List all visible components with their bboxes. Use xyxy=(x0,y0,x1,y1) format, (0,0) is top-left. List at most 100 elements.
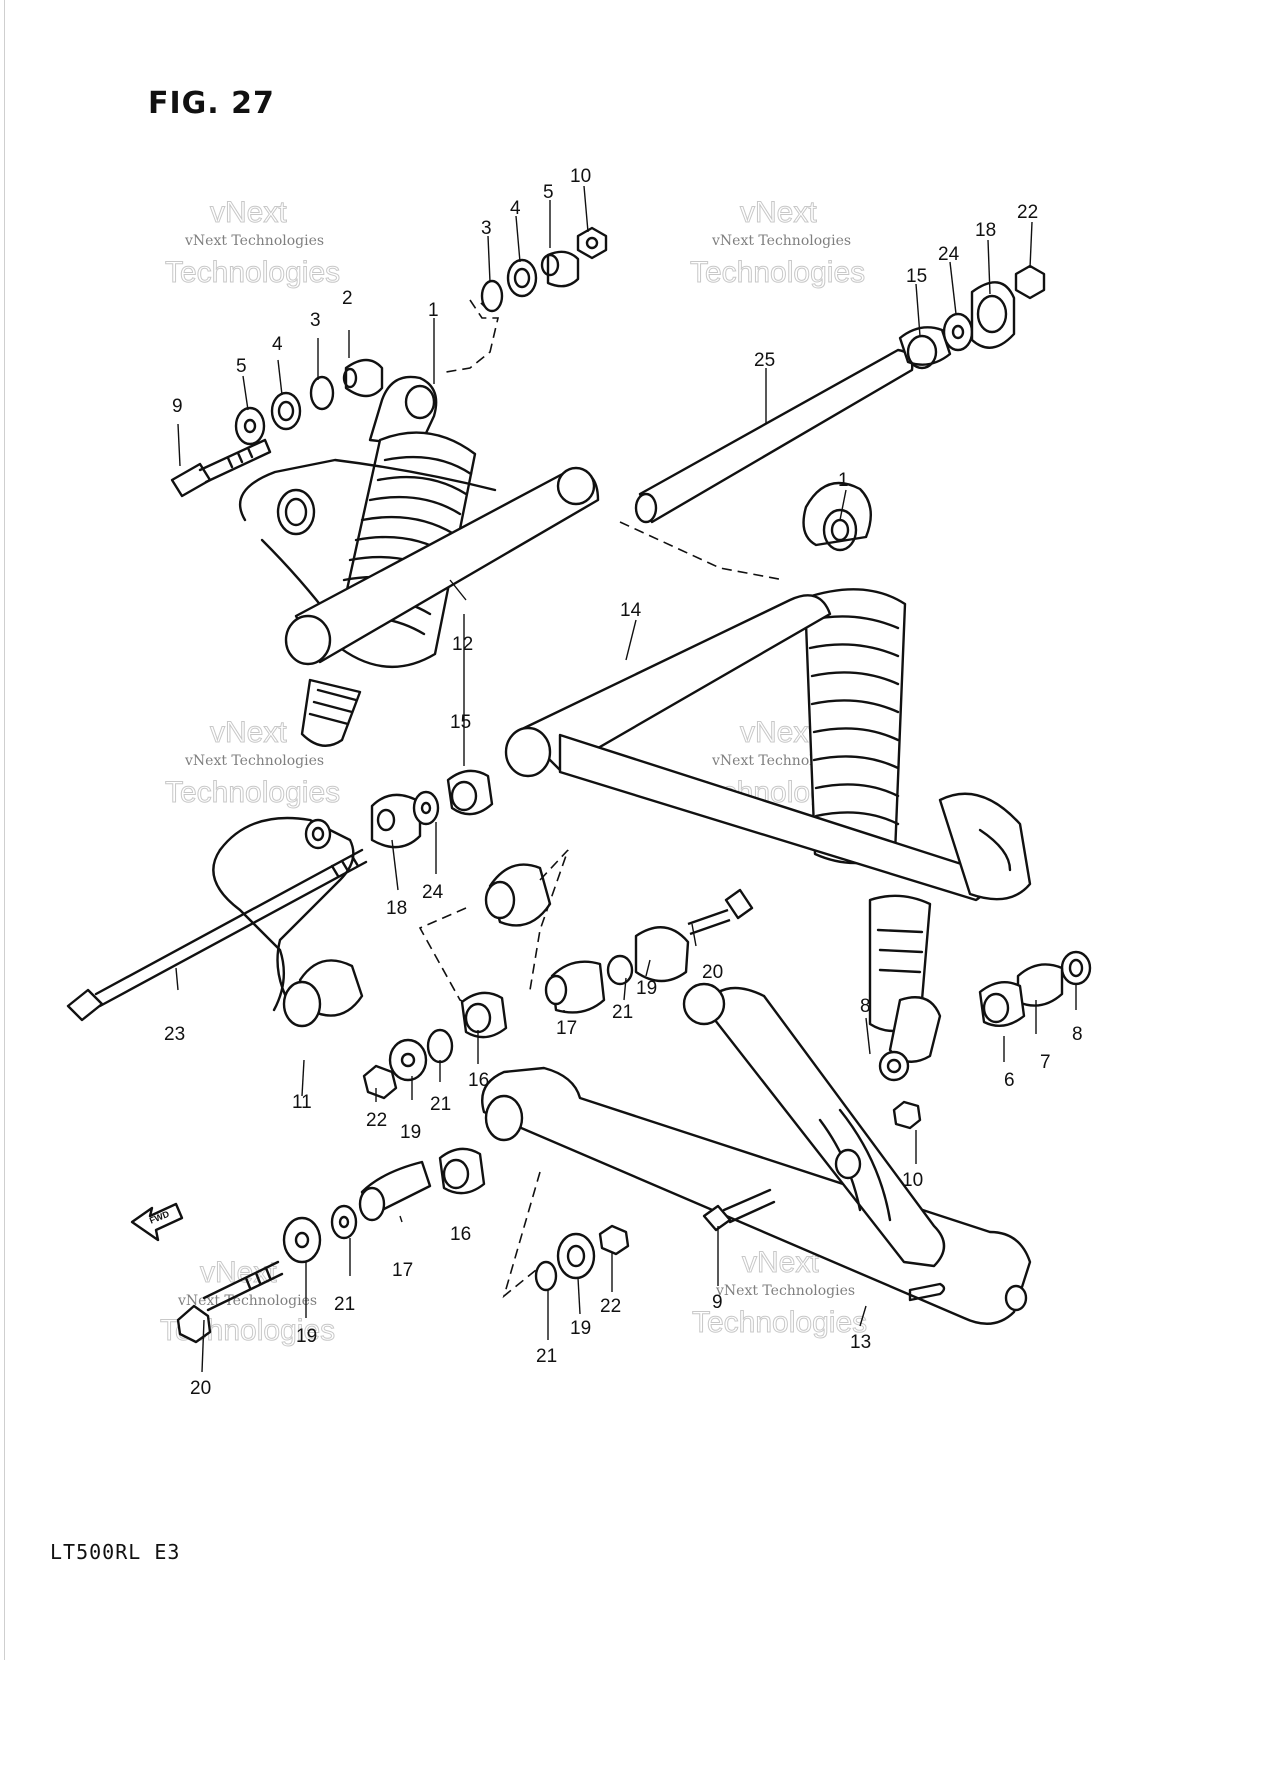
svg-text:vNext: vNext xyxy=(740,196,817,229)
spacer-24 xyxy=(942,312,974,352)
upper-a-arm-14 xyxy=(504,594,1032,902)
callout-4b: 4 xyxy=(510,198,521,219)
callout-6: 6 xyxy=(1004,1070,1015,1091)
callout-3b: 3 xyxy=(481,218,492,239)
callout-17: 17 xyxy=(556,1018,577,1039)
long-bolt-23 xyxy=(66,848,368,1022)
callout-19b: 19 xyxy=(400,1122,421,1143)
callout-8: 8 xyxy=(860,996,871,1017)
callout-15b: 15 xyxy=(450,712,471,733)
callout-20: 20 xyxy=(702,962,723,983)
callout-21b: 21 xyxy=(430,1094,451,1115)
lower-left-bracket-11 xyxy=(212,816,364,1028)
callout-12: 12 xyxy=(452,634,473,655)
callout-3: 3 xyxy=(310,310,321,331)
bushing-4 xyxy=(270,391,302,431)
callout-16: 16 xyxy=(468,1070,489,1091)
needle-bearing-15b xyxy=(446,769,494,816)
callout-21: 21 xyxy=(612,1002,633,1023)
pivot-pipe-12 xyxy=(284,466,600,666)
callout-5b: 5 xyxy=(543,182,554,203)
svg-text:vNext Technologies: vNext Technologies xyxy=(184,753,324,769)
callout-10b: 10 xyxy=(902,1170,923,1191)
watermark-mid-left: vNext Technologies vNext Technologies xyxy=(165,716,341,810)
svg-text:vNext Technologies: vNext Technologies xyxy=(177,1293,317,1309)
callout-19c: 19 xyxy=(296,1326,317,1347)
callout-22b: 22 xyxy=(366,1110,387,1131)
callout-16b: 16 xyxy=(450,1224,471,1245)
callout-2: 2 xyxy=(342,288,353,309)
callout-9: 9 xyxy=(172,396,183,417)
lower-center-hardware xyxy=(502,1171,630,1299)
svg-text:Technologies: Technologies xyxy=(690,256,865,289)
watermark-top-left: vNext Technologies vNext Technologies xyxy=(165,196,341,290)
svg-text:Technologies: Technologies xyxy=(692,1306,867,1339)
svg-text:vNext Technologies: vNext Technologies xyxy=(715,1283,855,1299)
callout-19: 19 xyxy=(636,978,657,999)
needle-bearing-15 xyxy=(898,326,952,366)
callout-9b: 9 xyxy=(712,1292,723,1313)
svg-text:vNext: vNext xyxy=(740,716,817,749)
washer-5 xyxy=(234,406,266,446)
callout-15: 15 xyxy=(906,266,927,287)
svg-text:vNext Technologies: vNext Technologies xyxy=(184,233,324,249)
callout-17b: 17 xyxy=(392,1260,413,1281)
forward-direction-indicator: FWD xyxy=(130,1202,184,1242)
spacer-24b xyxy=(412,790,440,826)
upper-right-bearing-stack xyxy=(898,264,1046,370)
lower-left-small-hardware xyxy=(362,991,508,1100)
callout-1b: 1 xyxy=(838,470,849,491)
figure-title: FIG. 27 xyxy=(148,86,275,121)
scan-edge-line xyxy=(4,0,5,1660)
right-small-hardware xyxy=(878,950,1092,1130)
callout-1: 1 xyxy=(428,300,439,321)
svg-text:vNext: vNext xyxy=(200,1256,277,1289)
callout-leader-lines xyxy=(175,185,1077,1373)
bushing-2 xyxy=(344,358,384,398)
callout-21d: 21 xyxy=(536,1346,557,1367)
callout-7: 7 xyxy=(1040,1052,1051,1073)
shock-top-eye xyxy=(368,375,438,448)
callout-22c: 22 xyxy=(600,1296,621,1317)
callout-labels: 1 2 3 4 5 9 3 4 5 10 22 18 24 15 25 1 14… xyxy=(164,166,1083,1399)
callout-18b: 18 xyxy=(386,898,407,919)
callout-11: 11 xyxy=(292,1092,312,1113)
callout-5: 5 xyxy=(236,356,247,377)
right-shock-absorber xyxy=(802,481,942,1063)
svg-text:Technologies: Technologies xyxy=(165,256,340,289)
shock-spring-right xyxy=(803,588,907,865)
center-collar-group xyxy=(418,849,754,1014)
svg-text:vNext: vNext xyxy=(210,716,287,749)
lower-bolt-9 xyxy=(702,1188,776,1232)
svg-text:Technologies: Technologies xyxy=(165,776,340,809)
callout-13: 13 xyxy=(850,1332,871,1353)
svg-text:vNext: vNext xyxy=(210,196,287,229)
callout-8b: 8 xyxy=(1072,1024,1083,1045)
callout-18: 18 xyxy=(975,220,996,241)
callout-21c: 21 xyxy=(334,1294,355,1315)
callout-14: 14 xyxy=(620,600,642,621)
callout-24: 24 xyxy=(938,244,960,265)
callout-25: 25 xyxy=(754,350,775,371)
nut-10 xyxy=(576,226,608,260)
lower-left-pivot-hardware xyxy=(176,1147,486,1344)
ring-3 xyxy=(309,375,335,411)
model-code: LT500RL E3 xyxy=(50,1540,181,1564)
callout-20b: 20 xyxy=(190,1378,211,1399)
watermark-top-right: vNext Technologies vNext Technologies xyxy=(690,196,866,290)
callout-24b: 24 xyxy=(422,882,444,903)
upper-center-shock-hardware xyxy=(445,226,608,373)
callout-10: 10 xyxy=(570,166,591,187)
upper-left-shock-hardware xyxy=(170,358,384,498)
washer-5b xyxy=(546,250,580,288)
callout-4: 4 xyxy=(272,334,283,355)
callout-19d: 19 xyxy=(570,1318,591,1339)
bushing-18b xyxy=(370,793,422,849)
ring-3b xyxy=(480,279,504,313)
nut-22 xyxy=(1014,264,1046,300)
callout-22: 22 xyxy=(1017,202,1038,223)
callout-23: 23 xyxy=(164,1024,185,1045)
svg-text:vNext Technologies: vNext Technologies xyxy=(711,233,851,249)
